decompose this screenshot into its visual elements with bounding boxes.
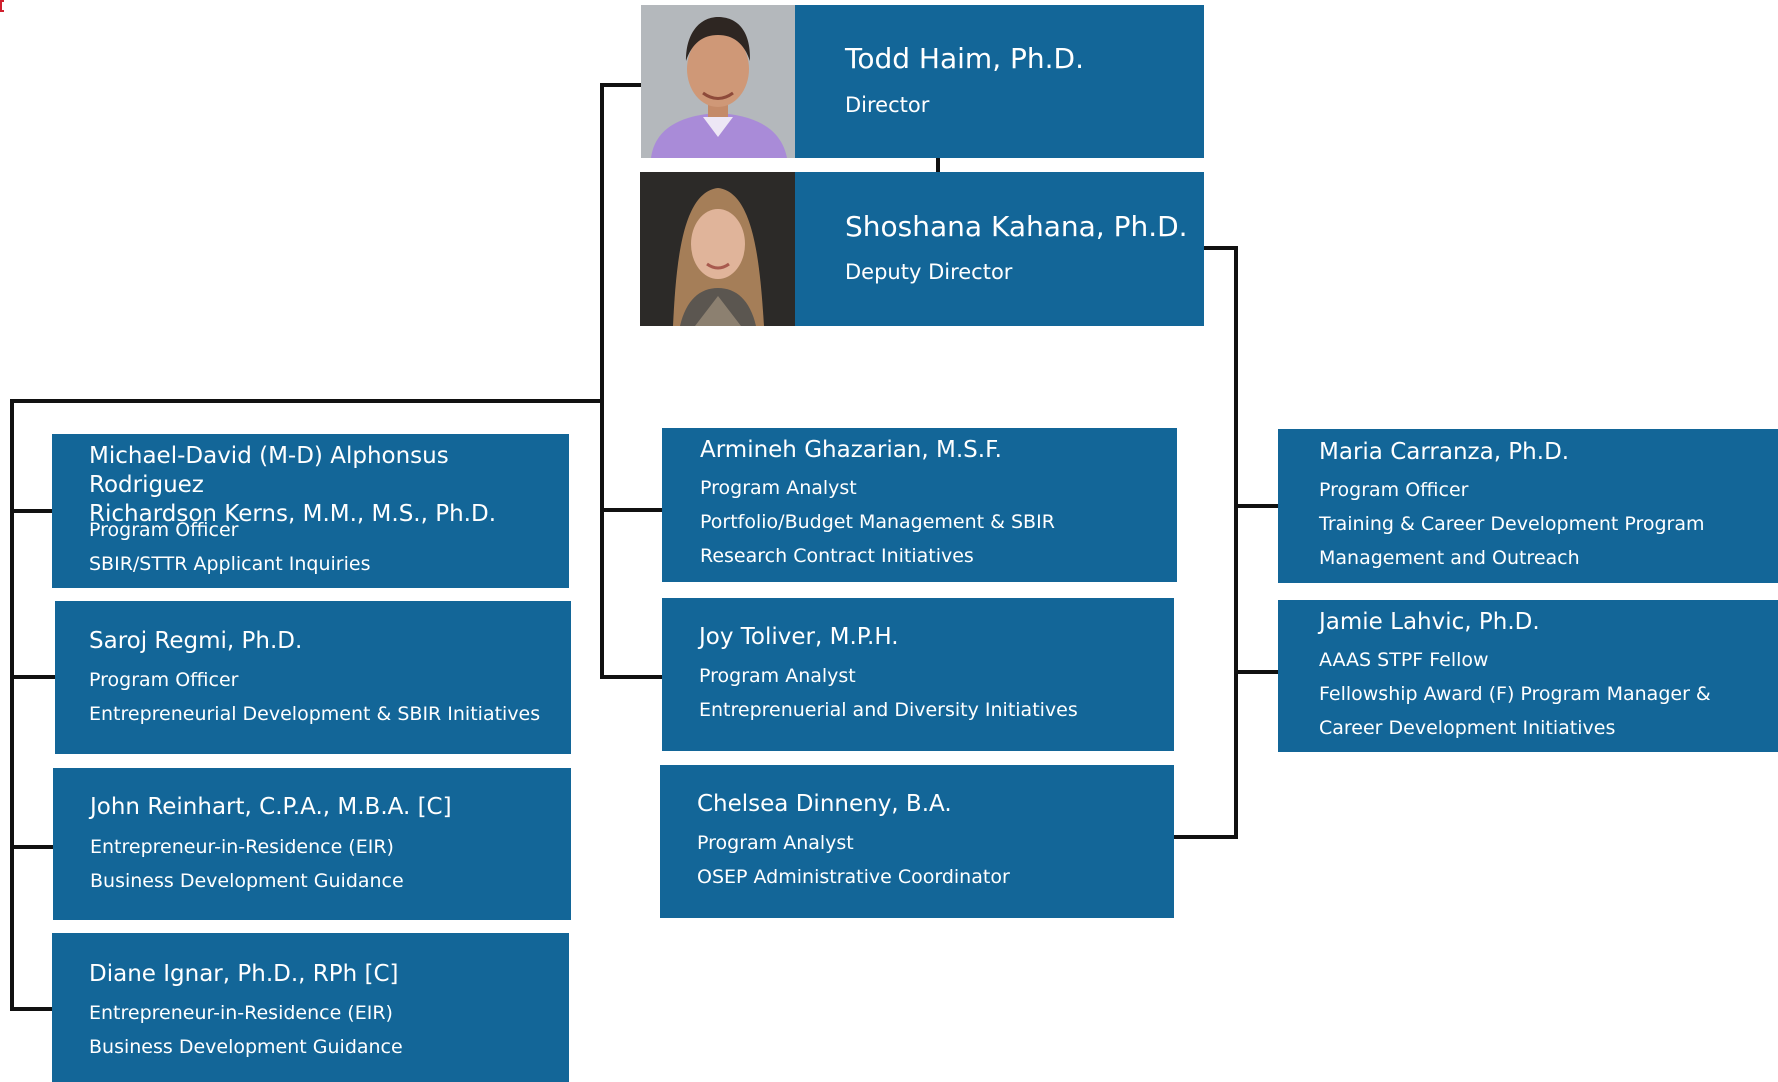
deputy-name: Shoshana Kahana, Ph.D.	[845, 210, 1188, 243]
staff-card-maria: Maria Carranza, Ph.D. Program Officer Tr…	[1278, 429, 1778, 583]
staff-name: Joy Toliver, M.P.H.	[699, 624, 899, 650]
staff-name: John Reinhart, C.P.A., M.B.A. [C]	[90, 794, 452, 820]
staff-card-armineh: Armineh Ghazarian, M.S.F. Program Analys…	[662, 428, 1177, 582]
staff-roles: Program Analyst Portfolio/Budget Managem…	[700, 477, 1055, 567]
staff-card-chelsea: Chelsea Dinneny, B.A. Program Analyst OS…	[660, 765, 1174, 918]
staff-name: Saroj Regmi, Ph.D.	[89, 628, 303, 654]
director-name: Todd Haim, Ph.D.	[845, 42, 1084, 75]
staff-roles: Program Analyst Entreprenuerial and Dive…	[699, 665, 1078, 721]
connector-left-bus	[10, 399, 604, 1011]
staff-roles: Program Officer SBIR/STTR Applicant Inqu…	[89, 519, 371, 575]
staff-card-joy: Joy Toliver, M.P.H. Program Analyst Entr…	[662, 598, 1174, 751]
director-card: Todd Haim, Ph.D. Director	[641, 5, 1204, 158]
staff-card-diane: Diane Ignar, Ph.D., RPh [C] Entrepreneur…	[52, 933, 569, 1082]
staff-name: Maria Carranza, Ph.D.	[1319, 439, 1570, 465]
deputy-title: Deputy Director	[845, 260, 1013, 284]
staff-card-jamie: Jamie Lahvic, Ph.D. AAAS STPF Fellow Fel…	[1278, 600, 1778, 752]
staff-card-saroj: Saroj Regmi, Ph.D. Program Officer Entre…	[55, 601, 571, 754]
staff-name: Diane Ignar, Ph.D., RPh [C]	[89, 961, 399, 987]
director-title: Director	[845, 93, 930, 117]
deputy-card: Shoshana Kahana, Ph.D. Deputy Director	[640, 172, 1204, 326]
staff-roles: AAAS STPF Fellow Fellowship Award (F) Pr…	[1319, 649, 1711, 739]
staff-card-michael: Michael-David (M-D) Alphonsus Rodriguez …	[52, 434, 569, 588]
staff-roles: Program Analyst OSEP Administrative Coor…	[697, 832, 1010, 888]
staff-name: Armineh Ghazarian, M.S.F.	[700, 437, 1002, 463]
deputy-photo	[640, 172, 795, 326]
connector-director-trunk	[600, 83, 664, 679]
staff-name: Jamie Lahvic, Ph.D.	[1319, 609, 1540, 635]
corner-mark	[0, 0, 4, 12]
staff-roles: Program Officer Training & Career Develo…	[1319, 479, 1705, 569]
connector-deputy-trunk	[1172, 246, 1238, 839]
director-photo	[641, 5, 795, 158]
staff-name: Michael-David (M-D) Alphonsus Rodriguez …	[89, 443, 497, 527]
staff-roles: Entrepreneur-in-Residence (EIR) Business…	[89, 1002, 403, 1058]
staff-roles: Program Officer Entrepreneurial Developm…	[89, 669, 541, 725]
staff-card-john: John Reinhart, C.P.A., M.B.A. [C] Entrep…	[53, 768, 571, 920]
staff-name: Chelsea Dinneny, B.A.	[697, 791, 952, 817]
staff-roles: Entrepreneur-in-Residence (EIR) Business…	[90, 836, 404, 892]
